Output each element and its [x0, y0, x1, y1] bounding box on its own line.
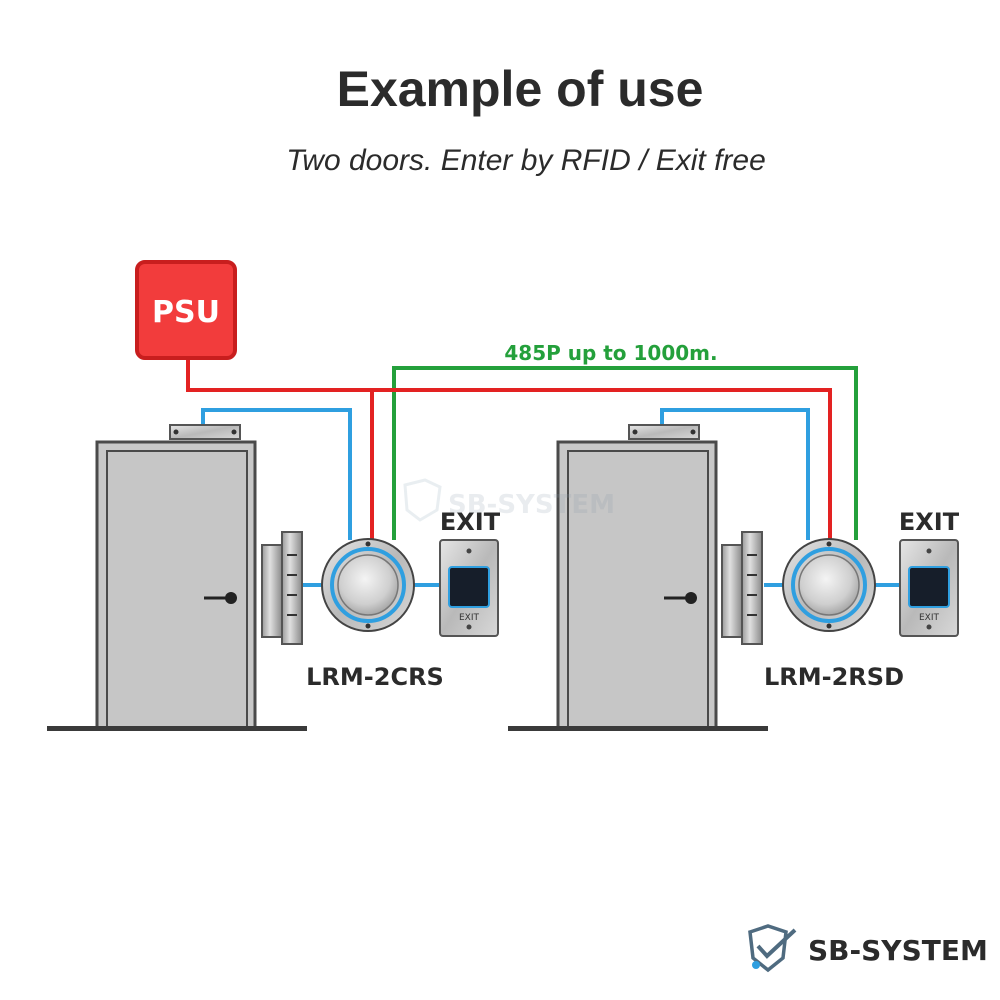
- exit-button-text-2: EXIT: [919, 613, 940, 623]
- watermark: SB-SYSTEM: [403, 478, 615, 522]
- psu-label: PSU: [152, 295, 220, 330]
- floor-2: [508, 726, 768, 731]
- exit-label-2: EXIT: [899, 508, 960, 536]
- wiring: [186, 358, 900, 587]
- door-1: LRM-2CRS EXIT EXIT: [47, 424, 501, 731]
- signal-wire-lock-2: [660, 408, 810, 540]
- reader-model-label-1: LRM-2CRS: [306, 663, 444, 691]
- door-2: LRM-2RSD EXIT EXIT: [508, 424, 960, 731]
- rfid-reader-1: [321, 538, 415, 632]
- page-title: Example of use: [337, 61, 704, 117]
- exit-button-1: EXIT: [439, 539, 499, 637]
- brand-logo: SB-SYSTEM: [748, 924, 988, 973]
- signal-wire-lock-1: [201, 408, 352, 540]
- door-handle-1: [204, 592, 237, 604]
- logo-text: SB-SYSTEM: [808, 934, 988, 967]
- electric-lock-1: [261, 531, 303, 645]
- door-leaf-1: [106, 450, 248, 729]
- psu-box: PSU: [135, 260, 237, 360]
- bus-wire: [392, 366, 858, 540]
- electric-lock-2: [721, 531, 763, 645]
- exit-button-text-1: EXIT: [459, 613, 480, 623]
- reader-model-label-2: LRM-2RSD: [764, 663, 904, 691]
- bus-label: 485P up to 1000m.: [504, 341, 717, 365]
- door-leaf-2: [567, 450, 709, 729]
- shield-check-icon: [748, 924, 797, 973]
- exit-button-2: EXIT: [899, 539, 959, 637]
- door-handle-2: [664, 592, 697, 604]
- floor-1: [47, 726, 307, 731]
- page-subtitle: Two doors. Enter by RFID / Exit free: [286, 144, 766, 177]
- exit-label-1: EXIT: [440, 508, 501, 536]
- watermark-text: SB-SYSTEM: [448, 490, 615, 520]
- rfid-reader-2: [782, 538, 876, 632]
- power-wire: [186, 358, 832, 540]
- shield-icon: [403, 478, 442, 522]
